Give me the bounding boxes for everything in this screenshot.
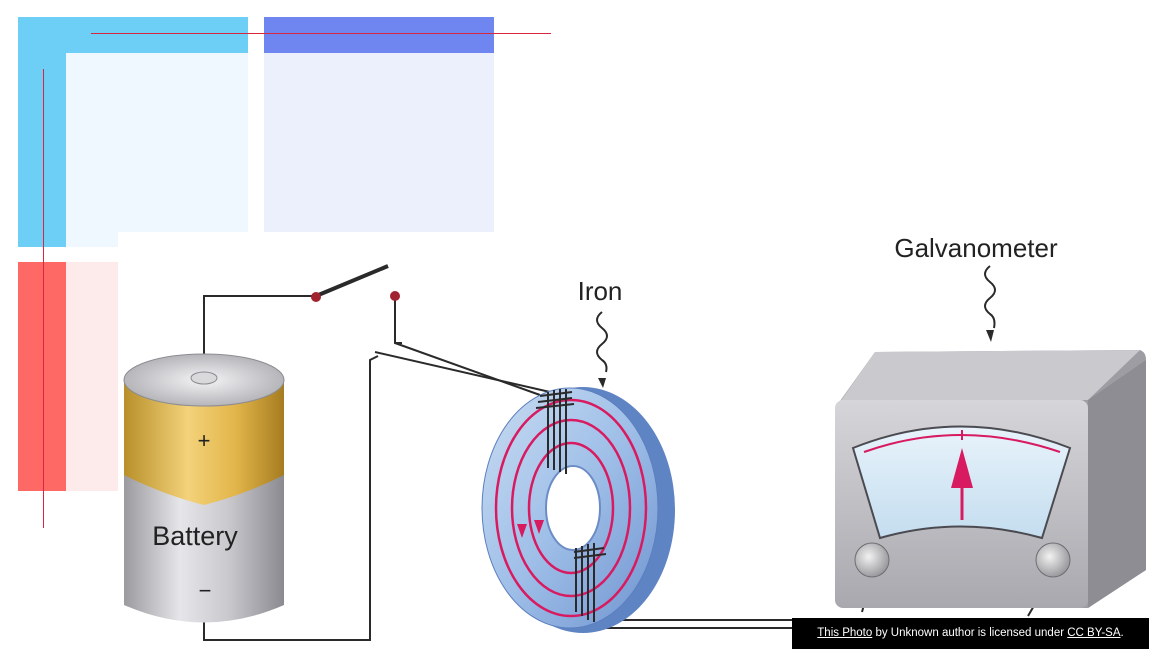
galvanometer — [835, 350, 1146, 608]
accent-line-horizontal — [91, 33, 551, 34]
attribution-end: . — [1120, 627, 1124, 639]
battery-plus-sign: + — [198, 428, 211, 453]
photo-link[interactable]: This Photo — [817, 627, 873, 639]
galvanometer-pointer-arrow — [986, 330, 994, 342]
iron-label: Iron — [578, 276, 623, 306]
iron-pointer-arrow — [598, 378, 606, 388]
iron-pointer — [596, 311, 608, 373]
accent-red-bar — [18, 262, 66, 491]
attribution-text: by Unknown author is licensed under — [872, 627, 1068, 639]
battery-label: Battery — [152, 521, 238, 551]
switch-contact-left — [311, 292, 321, 302]
primary-coil — [535, 389, 575, 474]
galvanometer-label: Galvanometer — [894, 233, 1058, 263]
accent-line-vertical — [43, 69, 44, 528]
switch-contact-right — [390, 291, 400, 301]
galvanometer-pointer — [984, 265, 996, 329]
field-lines — [494, 398, 648, 618]
battery-minus-sign: − — [199, 578, 212, 603]
accent-indigo-panel — [264, 53, 494, 232]
license-link[interactable]: CC BY-SA — [1067, 627, 1121, 639]
secondary-coil — [573, 543, 607, 622]
accent-blue-inner — [66, 53, 248, 247]
field-arrow-outer — [517, 524, 527, 538]
attribution-caption: This Photo by Unknown author is licensed… — [792, 618, 1149, 649]
accent-indigo-bar — [264, 17, 494, 53]
battery — [123, 353, 285, 623]
field-arrow-inner — [534, 520, 544, 534]
